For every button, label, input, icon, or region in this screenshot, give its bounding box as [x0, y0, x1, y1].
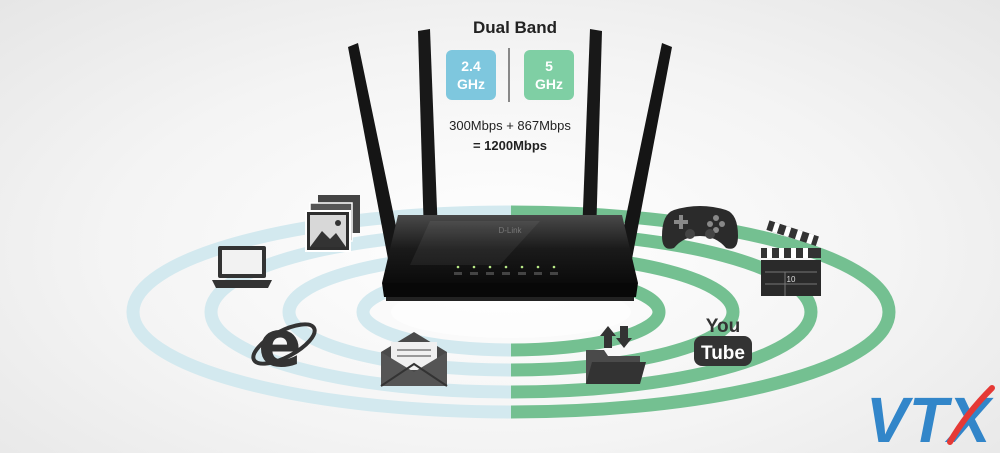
speed-breakdown: 300Mbps + 867Mbps [449, 118, 571, 133]
email-envelope-icon [380, 332, 448, 387]
dual-band-title: Dual Band [472, 18, 558, 37]
speed-info: 300Mbps + 867Mbps = 1200Mbps [425, 116, 595, 156]
youtube-icon: You Tube [694, 316, 752, 366]
youtube-you: You [706, 316, 740, 337]
band-divider [508, 48, 510, 102]
photo-gallery-icon [305, 195, 360, 252]
vtx-watermark-text: VTX [866, 384, 994, 450]
band-5ghz-badge: 5 GHz [524, 50, 574, 100]
internet-explorer-icon: e [251, 312, 317, 374]
router-brand: D-Link [498, 226, 522, 235]
clapper-number: 10 [787, 275, 796, 284]
youtube-tube: Tube [701, 343, 745, 364]
vtx-watermark-logo: VTX [866, 384, 995, 450]
folder-transfer-icon [586, 326, 646, 384]
gamepad-icon [662, 206, 738, 249]
film-clapper-icon: 10 [761, 220, 821, 296]
laptop-icon [212, 246, 272, 288]
band-2-4ghz-badge: 2.4 GHz [446, 50, 496, 100]
router-image: D-Link [348, 29, 672, 301]
speed-total: = 1200Mbps [472, 138, 548, 153]
